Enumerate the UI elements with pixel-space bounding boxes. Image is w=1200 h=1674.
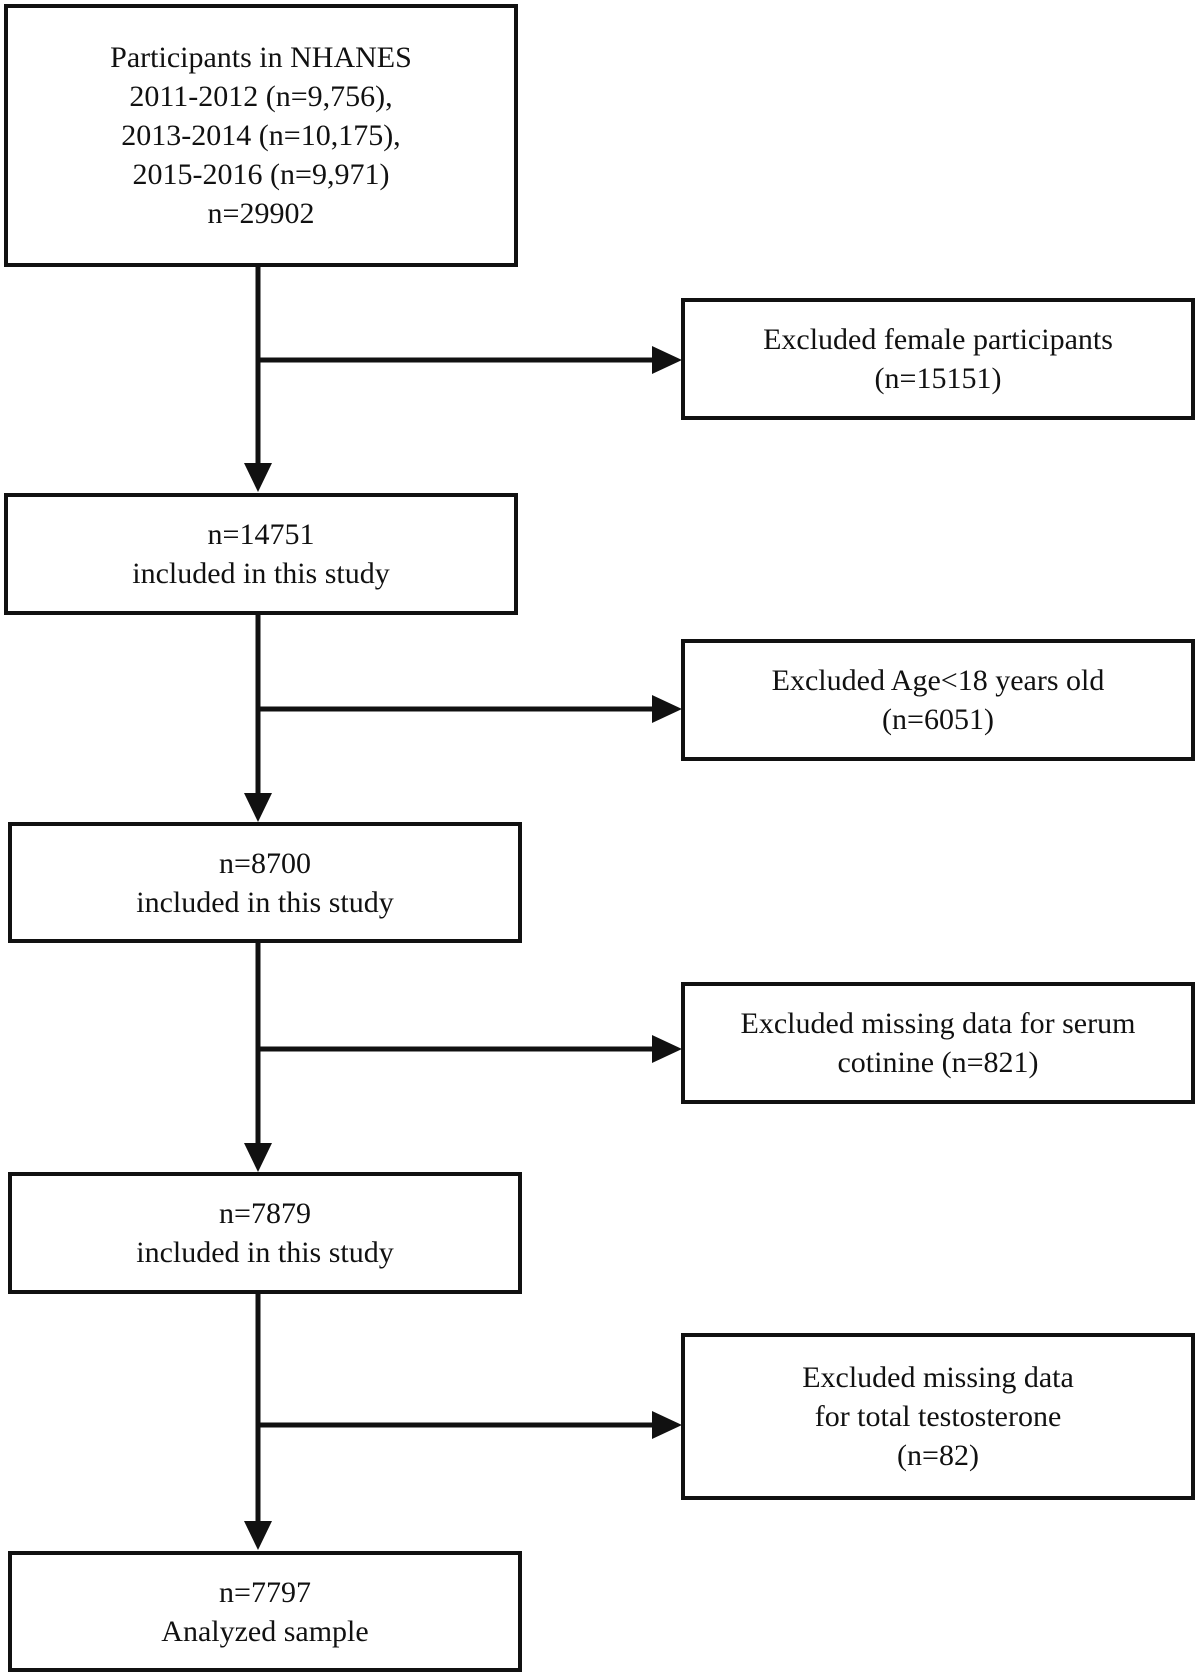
box-excl-female: Excluded female participants (n=15151) <box>681 298 1195 420</box>
box-start-line: Participants in NHANES <box>110 41 412 74</box>
arrowhead-down <box>244 463 272 492</box>
box-excl-female-line: (n=15151) <box>874 362 1002 395</box>
box-step2-line: n=8700 <box>219 846 311 880</box>
box-start-line: n=29902 <box>207 197 315 230</box>
box-excl-age-line: (n=6051) <box>882 703 994 736</box>
box-step3: n=7879 included in this study <box>8 1172 522 1294</box>
arrowhead-right <box>652 346 682 374</box>
arrowhead-right <box>652 695 682 723</box>
box-final-line: Analyzed sample <box>161 1614 369 1648</box>
box-step2-line: included in this study <box>136 885 394 919</box>
arrowhead-right <box>652 1411 682 1439</box>
box-excl-cotinine-line: cotinine (n=821) <box>837 1046 1039 1079</box>
box-excl-age: Excluded Age<18 years old (n=6051) <box>681 639 1195 761</box>
arrowhead-right <box>652 1035 682 1063</box>
box-step1-line: included in this study <box>132 557 390 590</box>
box-excl-testosterone: Excluded missing data for total testoste… <box>681 1333 1195 1500</box>
box-excl-cotinine: Excluded missing data for serum cotinine… <box>681 982 1195 1104</box>
box-start: Participants in NHANES 2011-2012 (n=9,75… <box>4 4 518 267</box>
box-excl-testosterone-line: Excluded missing data <box>802 1361 1074 1394</box>
box-start-line: 2013-2014 (n=10,175), <box>121 119 401 152</box>
box-start-line: 2011-2012 (n=9,756), <box>129 80 393 113</box>
box-excl-testosterone-line: for total testosterone <box>814 1400 1062 1433</box>
box-start-line: 2015-2016 (n=9,971) <box>132 158 390 191</box>
arrowhead-down <box>244 793 272 822</box>
box-excl-age-line: Excluded Age<18 years old <box>771 664 1105 697</box>
box-step2: n=8700 included in this study <box>8 822 522 943</box>
box-final-line: n=7797 <box>219 1575 311 1609</box>
box-excl-cotinine-line: Excluded missing data for serum <box>740 1007 1136 1040</box>
arrowhead-down <box>244 1521 272 1550</box>
box-step1-line: n=14751 <box>207 518 315 551</box>
box-excl-testosterone-line: (n=82) <box>897 1439 979 1472</box>
box-step3-line: included in this study <box>136 1236 394 1269</box>
box-final: n=7797 Analyzed sample <box>8 1551 522 1672</box>
box-excl-female-line: Excluded female participants <box>763 323 1113 356</box>
box-step1: n=14751 included in this study <box>4 493 518 615</box>
box-step3-line: n=7879 <box>219 1197 311 1230</box>
arrowhead-down <box>244 1143 272 1172</box>
